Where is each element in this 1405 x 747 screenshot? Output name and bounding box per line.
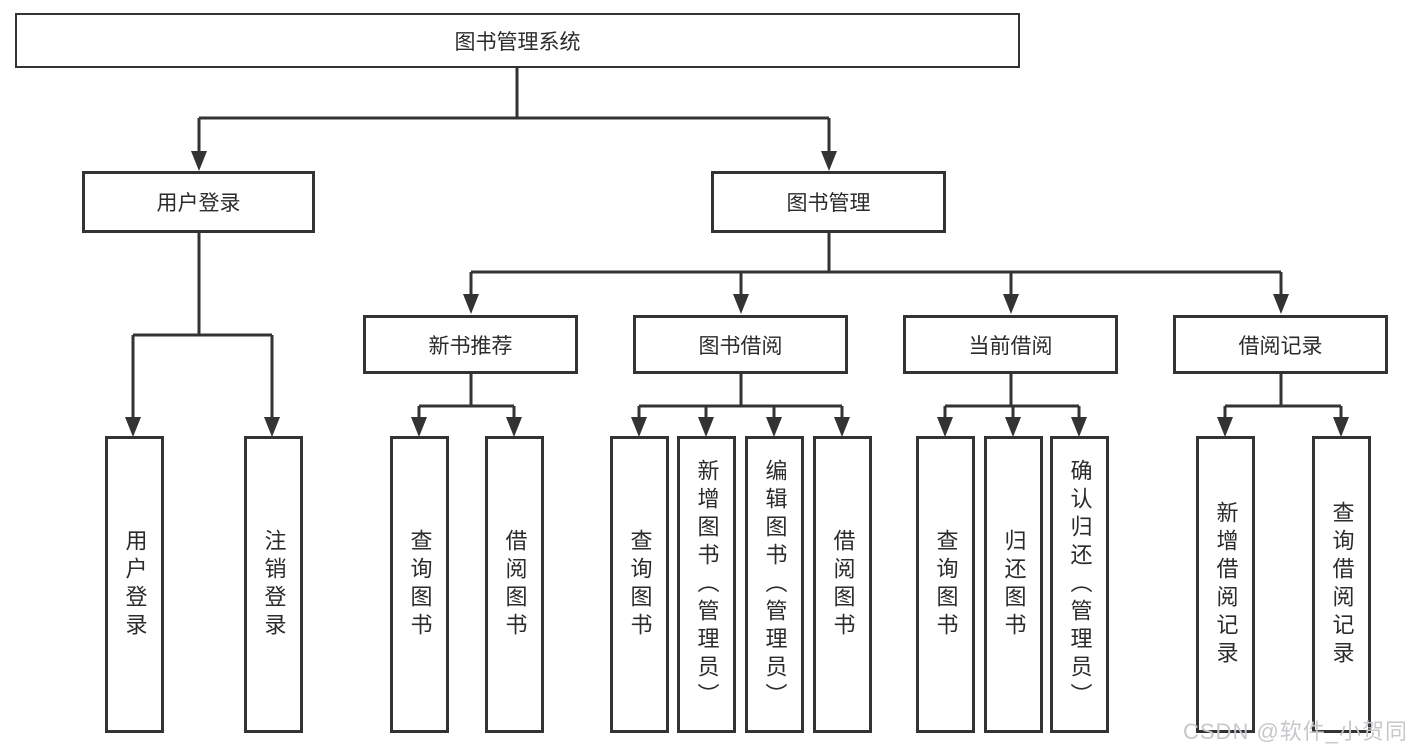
node-leaf-logout: 注销登录 bbox=[244, 436, 303, 733]
leaf-label: 注销登录 bbox=[261, 528, 287, 641]
leaf-label: 查询图书 bbox=[933, 528, 959, 641]
node-new-book-recommend: 新书推荐 bbox=[363, 315, 578, 374]
node-leaf-user-login: 用户登录 bbox=[105, 436, 164, 733]
node-leaf-nbr-query-books: 查询图书 bbox=[390, 436, 449, 733]
leaf-label: 归还图书 bbox=[1001, 528, 1027, 641]
node-book-management: 图书管理 bbox=[711, 171, 946, 233]
leaf-label: 编辑图书（管理员） bbox=[762, 458, 788, 711]
node-leaf-cb-return-books: 归还图书 bbox=[984, 436, 1043, 733]
node-leaf-cb-query-books: 查询图书 bbox=[916, 436, 975, 733]
node-leaf-bb-query-books: 查询图书 bbox=[610, 436, 669, 733]
node-book-borrowing: 图书借阅 bbox=[633, 315, 848, 374]
node-borrowing-records: 借阅记录 bbox=[1173, 315, 1388, 374]
leaf-label: 确认归还（管理员） bbox=[1067, 458, 1093, 711]
leaf-label: 查询借阅记录 bbox=[1329, 500, 1355, 669]
node-leaf-bb-edit-books: 编辑图书（管理员） bbox=[745, 436, 804, 733]
node-leaf-br-query-record: 查询借阅记录 bbox=[1312, 436, 1371, 733]
csdn-watermark: CSDN @软件_小贺同学 bbox=[1183, 719, 1405, 744]
leaf-label: 查询图书 bbox=[627, 528, 653, 641]
leaf-label: 查询图书 bbox=[407, 528, 433, 641]
leaf-label: 新增借阅记录 bbox=[1213, 500, 1239, 669]
leaf-label: 借阅图书 bbox=[502, 528, 528, 641]
node-user-login: 用户登录 bbox=[82, 171, 315, 233]
node-leaf-cb-confirm-return: 确认归还（管理员） bbox=[1050, 436, 1109, 733]
node-leaf-br-add-record: 新增借阅记录 bbox=[1196, 436, 1255, 733]
leaf-label: 借阅图书 bbox=[830, 528, 856, 641]
node-current-borrowing: 当前借阅 bbox=[903, 315, 1118, 374]
arrowheads bbox=[125, 151, 1349, 437]
node-system-root: 图书管理系统 bbox=[15, 13, 1020, 68]
node-leaf-nbr-borrow-books: 借阅图书 bbox=[485, 436, 544, 733]
node-leaf-bb-borrow-books: 借阅图书 bbox=[813, 436, 872, 733]
leaf-label: 用户登录 bbox=[122, 528, 148, 641]
leaf-label: 新增图书（管理员） bbox=[694, 458, 720, 711]
node-leaf-bb-add-books: 新增图书（管理员） bbox=[677, 436, 736, 733]
